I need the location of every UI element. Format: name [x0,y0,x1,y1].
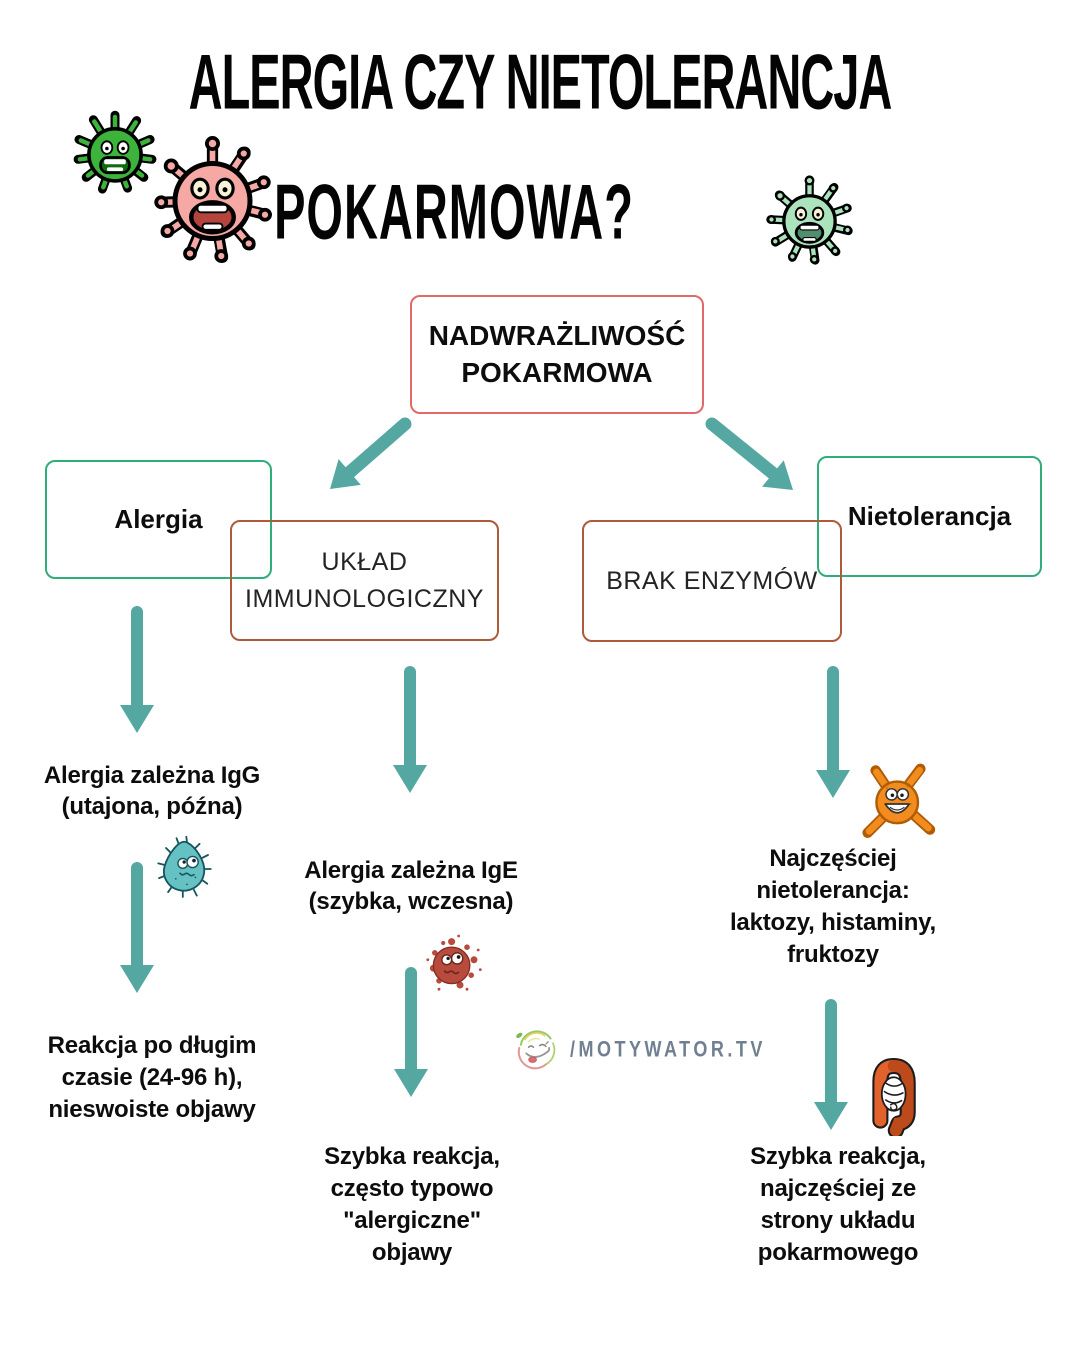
teal-germ-icon [157,835,212,898]
brak-enzymow-box: BRAK ENZYMÓW [582,520,842,642]
page-title-line1: ALERGIA CZY NIETOLERANCJA [188,37,893,126]
green-virus-icon [73,110,157,194]
arrow-alergia-down [120,606,154,733]
mint-virus-icon [766,175,853,265]
nietolerancja-box-label: Nietolerancja [847,501,1012,531]
intestine-icon [872,1057,916,1136]
uklad-immunologiczny-box: UKŁAD IMMUNOLOGICZNY [230,520,499,641]
page-title-line2: POKARMOWA? [274,167,634,256]
arrow-root-to-alergia [330,417,412,489]
uklad-box-label: UKŁAD IMMUNOLOGICZNY [245,548,484,613]
left-step1-text: Alergia zależna IgG (utajona, późna) [43,762,261,820]
motywator-logo-icon [516,1030,556,1070]
root-box-label: NADWRAŻLIWOŚĆ POKARMOWA [428,319,686,388]
arrow-uklad-down [393,666,427,793]
brak-box-label: BRAK ENZYMÓW [606,566,818,595]
right-step1-text: Najczęściej nietolerancja: laktozy, hist… [729,845,937,968]
arrow-brak-down [816,666,850,798]
arrow-igg-down [120,862,154,993]
left-step2-text: Reakcja po długim czasie (24-96 h), nies… [47,1032,257,1123]
alergia-box-label: Alergia [114,504,203,534]
arrow-nietolerancja-down [814,999,848,1130]
pink-virus-icon [154,136,272,263]
watermark-text: /MOTYWATOR.TV [570,1036,766,1062]
watermark: /MOTYWATOR.TV [513,1026,766,1073]
nietolerancja-box: Nietolerancja [817,456,1042,577]
middle-step2-text: Szybka reakcja, często typowo "alergiczn… [324,1143,500,1266]
right-step2-text: Szybka reakcja, najczęściej ze strony uk… [750,1143,926,1266]
middle-step1-text: Alergia zależna IgE (szybka, wczesna) [304,857,518,915]
orange-germ-icon [862,763,936,838]
red-germ-icon [426,934,482,991]
alergia-box: Alergia [45,460,272,579]
arrow-root-to-nietolerancja [705,417,793,490]
root-box-nadwrazliwosc: NADWRAŻLIWOŚĆ POKARMOWA [410,295,704,414]
